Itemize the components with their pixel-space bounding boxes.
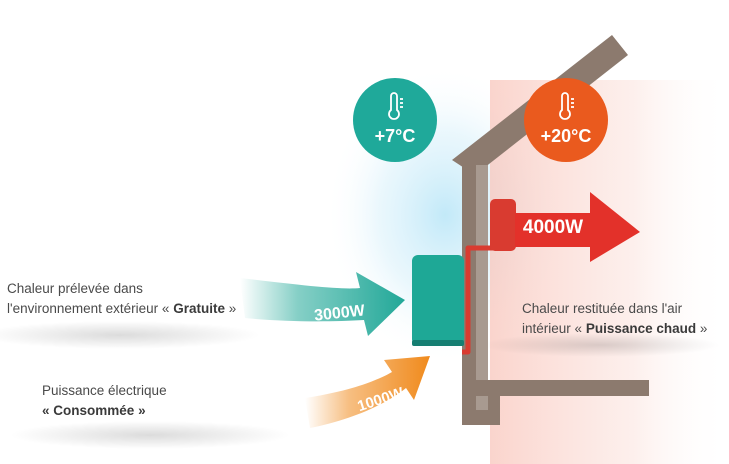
electric-label-bold: Consommée xyxy=(53,403,135,418)
electric-power-arrow xyxy=(305,356,430,428)
ambient-heat-arrow xyxy=(240,272,405,336)
outdoor-temp-circle xyxy=(353,78,437,162)
electric-label-line2: « Consommée » xyxy=(42,401,167,421)
ambient-label: Chaleur prélevée dans l'environnement ex… xyxy=(7,279,236,319)
label-shadow-electric xyxy=(10,421,290,449)
warm-air-glow xyxy=(490,80,729,464)
output-label-line1: Chaleur restituée dans l'air xyxy=(522,301,683,316)
output-power-value: 4000W xyxy=(523,217,583,238)
indoor-unit xyxy=(490,199,516,251)
label-shadow-output xyxy=(480,333,720,357)
output-label-prefix: intérieur « xyxy=(522,321,583,336)
electric-label-prefix: « xyxy=(42,403,50,418)
outdoor-temperature: +7°C xyxy=(375,126,416,146)
electric-label-suffix: » xyxy=(138,403,146,418)
ambient-power-value: 3000W xyxy=(313,302,366,324)
output-label-line2: intérieur « Puissance chaud » xyxy=(522,319,707,339)
thermometer-icon xyxy=(388,92,403,120)
thermometer-icon xyxy=(559,92,574,120)
output-label: Chaleur restituée dans l'air intérieur «… xyxy=(522,299,707,339)
indoor-temperature: +20°C xyxy=(541,126,592,146)
ambient-label-suffix: » xyxy=(228,301,237,316)
ambient-label-prefix: l'environnement extérieur « xyxy=(7,301,170,316)
indoor-temp-circle xyxy=(524,78,608,162)
output-label-bold: Puissance chaud xyxy=(585,321,697,336)
outdoor-unit xyxy=(412,255,464,345)
ambient-label-bold: Gratuite xyxy=(173,301,225,316)
output-label-suffix: » xyxy=(699,321,708,336)
label-shadow-ambient xyxy=(0,321,260,349)
output-arrow xyxy=(515,192,640,262)
refrigerant-pipe xyxy=(462,245,495,355)
outdoor-unit-base xyxy=(412,340,464,346)
ambient-label-line2: l'environnement extérieur « Gratuite » xyxy=(7,299,236,319)
electric-label-line1: Puissance électrique xyxy=(42,383,167,398)
ambient-label-line1: Chaleur prélevée dans xyxy=(7,281,143,296)
electric-label: Puissance électrique « Consommée » xyxy=(42,381,167,421)
